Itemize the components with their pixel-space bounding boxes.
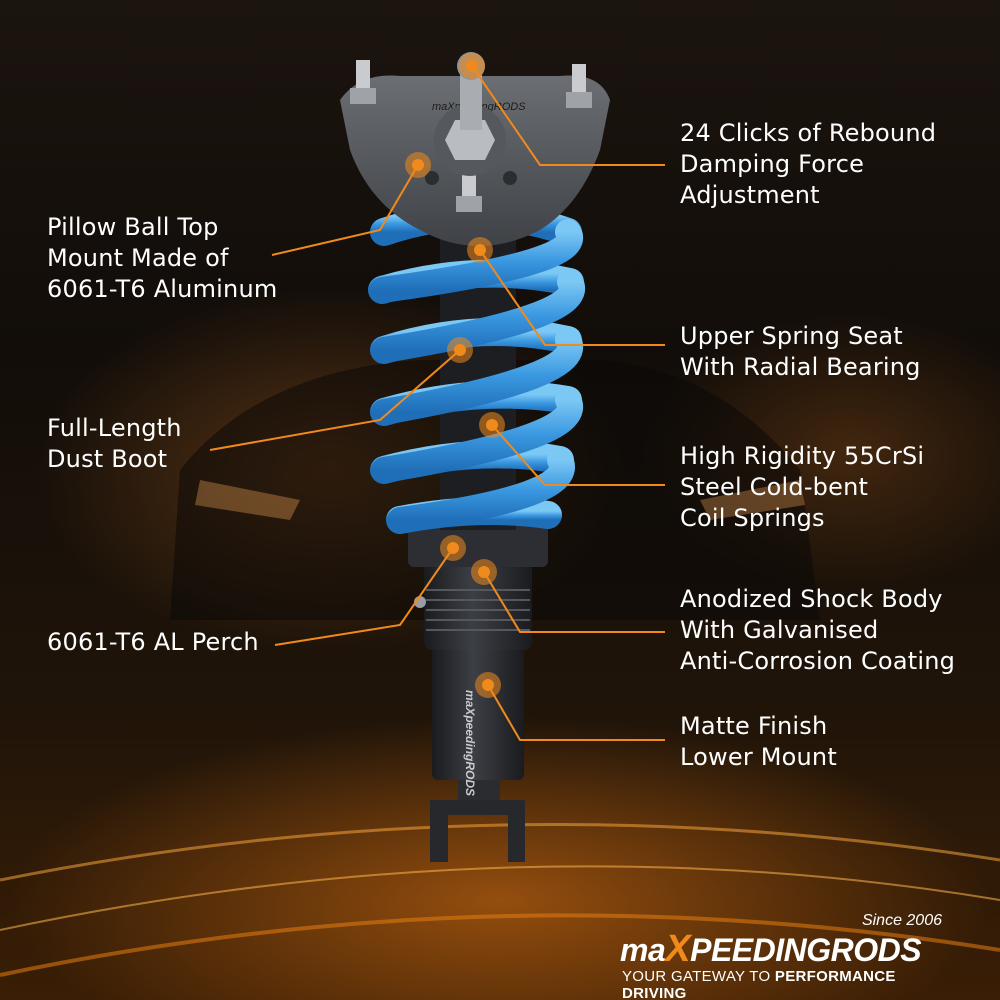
mount-studs <box>350 60 592 212</box>
road-light-streaks <box>0 822 1000 977</box>
callout-spring-seat: Upper Spring Seat With Radial Bearing <box>680 322 921 381</box>
body-brand-text: maXpeedingRODS <box>463 690 477 796</box>
callout-coil-springs: High Rigidity 55CrSi Steel Cold-bent Coi… <box>680 442 925 532</box>
callout-dust-boot: Full-Length Dust Boot <box>47 414 182 473</box>
brand-tagline: YOUR GATEWAY TO PERFORMANCE DRIVING <box>622 968 950 1000</box>
callout-markers <box>405 53 505 698</box>
brand-name: maXPEEDINGRODS <box>620 928 922 971</box>
brand-logo: Since 2006 maXPEEDINGRODS YOUR GATEWAY T… <box>620 912 950 1000</box>
callout-lower-mount: Matte Finish Lower Mount <box>680 712 837 771</box>
callout-top-mount: Pillow Ball Top Mount Made of 6061-T6 Al… <box>47 213 278 303</box>
brand-tagline-bold: PERFORMANCE DRIVING <box>622 968 896 1000</box>
lower-perch <box>424 560 532 650</box>
brand-tagline-prefix: YOUR GATEWAY TO <box>622 968 775 985</box>
brand-since: Since 2006 <box>861 912 942 929</box>
callout-perch: 6061-T6 AL Perch <box>47 628 259 656</box>
callout-rebound-adjustment: 24 Clicks of Rebound Damping Force Adjus… <box>680 119 937 209</box>
brand-name-prefix: ma <box>620 932 666 968</box>
shock-body <box>432 640 524 780</box>
callout-leaders <box>209 65 665 741</box>
callout-shock-body: Anodized Shock Body With Galvanised Anti… <box>680 585 956 675</box>
brand-name-x: X <box>665 928 691 970</box>
brand-name-suffix: PEEDINGRODS <box>690 932 922 968</box>
